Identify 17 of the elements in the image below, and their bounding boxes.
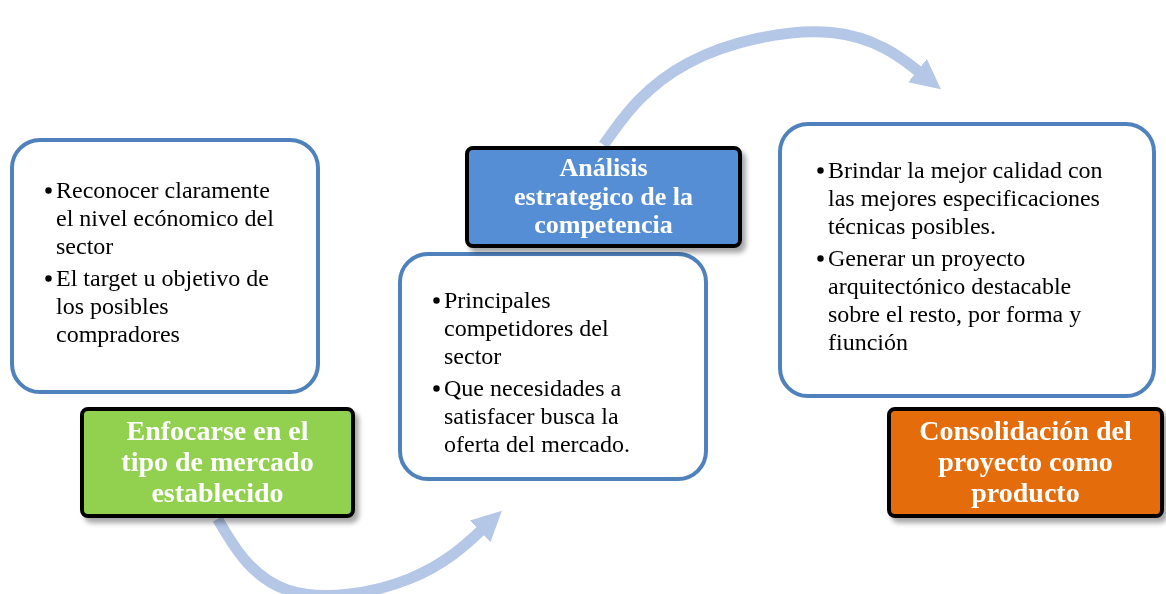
bullet-text: Reconocer claramente el nivel ecónomico del sector — [56, 176, 275, 260]
content-card — [398, 252, 708, 481]
bullet-text: El target u objetivo de los posibles compradores — [56, 264, 270, 348]
content-card — [10, 138, 320, 394]
curved-arrow — [599, 26, 941, 149]
curved-arrow — [212, 510, 502, 594]
bullet-text: Brindar la mejor calidad con las mejores especificaciones técnicas posibles. — [828, 156, 1104, 240]
title-box — [887, 407, 1164, 518]
title-text: Enfocarse en el tipo de mercado establecido — [120, 416, 315, 509]
title-box — [80, 407, 355, 518]
bullet-text: Que necesidades a satisfacer busca la oferta del mercado. — [444, 374, 631, 458]
title-text: Consolidación del proyecto como producto — [918, 416, 1133, 509]
content-card — [778, 122, 1156, 398]
bullet-text: Principales competidores del sector — [444, 286, 610, 370]
title-text: Análisis estrategico de la competencia — [512, 154, 694, 240]
title-box — [465, 146, 742, 248]
bullet-text: Generar un proyecto arquitectónico destacable sobre el resto, por forma y fiunción — [828, 244, 1083, 356]
